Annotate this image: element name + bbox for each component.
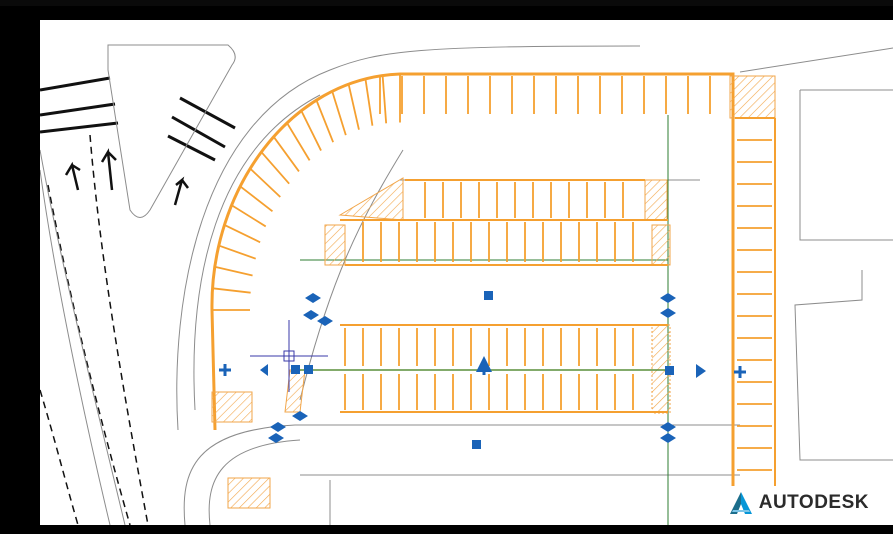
stall-line [224, 224, 261, 244]
stall-line [231, 204, 267, 228]
parking-hatch [211, 75, 776, 509]
grip-diamond[interactable] [660, 422, 676, 432]
grip-diamond-icon[interactable] [268, 293, 676, 443]
stall-line [331, 90, 347, 136]
stall-line [381, 75, 388, 124]
grip-diamond[interactable] [270, 422, 286, 432]
top-bar [0, 0, 893, 6]
grip-diamond[interactable] [292, 411, 308, 421]
stall-line [214, 265, 253, 277]
grip-diamond[interactable] [303, 310, 319, 320]
grip-diamond[interactable] [660, 293, 676, 303]
stall-line [218, 244, 257, 260]
stall-line [212, 287, 251, 294]
stall-line [249, 167, 281, 198]
row-lines [300, 117, 776, 520]
guide-line [300, 115, 669, 525]
road-linework [40, 76, 236, 525]
grip-diamond[interactable] [317, 316, 333, 326]
grip-plus-icon[interactable] [219, 364, 746, 378]
lane-arrow-icon [64, 148, 189, 206]
crosshair-cursor-icon [250, 320, 328, 392]
stall-line [260, 151, 290, 185]
parking-outline [210, 72, 735, 520]
stall-line [315, 99, 334, 143]
stall-line [347, 83, 360, 130]
brand-name: AUTODESK [758, 492, 869, 513]
stall-line [272, 135, 300, 172]
grip-diamond[interactable] [660, 308, 676, 318]
grip-diamond[interactable] [268, 433, 284, 443]
grip-square-icon[interactable] [291, 291, 674, 449]
grip-diamond[interactable] [305, 293, 321, 303]
stall-line [300, 109, 322, 151]
stall-line [364, 78, 374, 126]
grip-diamond[interactable] [660, 433, 676, 443]
parking-stalls [212, 75, 772, 493]
stall-line [285, 122, 311, 161]
stall-line [239, 185, 274, 213]
grip-arrow-icon[interactable] [260, 356, 706, 378]
autodesk-triangle-icon [729, 492, 752, 514]
autodesk-logo: AUTODESK [724, 486, 873, 520]
